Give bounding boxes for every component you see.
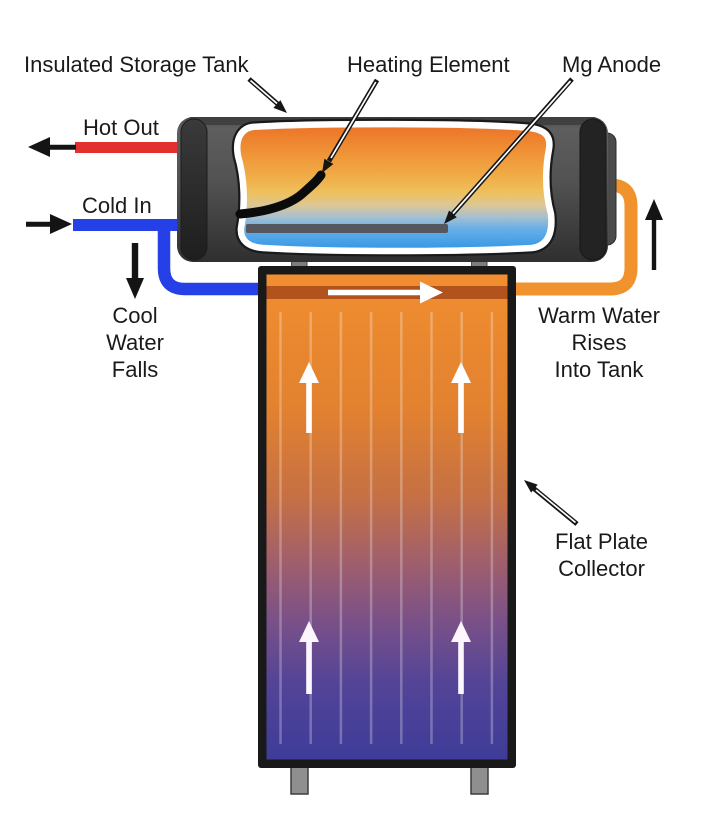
collector-up-arrow-icon [299,621,319,694]
label-insulated-storage-tank: Insulated Storage Tank [24,52,249,77]
collector-leg-left [290,764,309,795]
warm-water-rises-arrow-icon [645,199,663,270]
cold-downcomer-pipe [157,228,264,296]
label-cold-in: Cold In [82,193,152,218]
flat-plate-collector [258,266,516,768]
mg-anode-rod [246,224,448,233]
collector-absorber [266,274,508,760]
collector-up-arrow-icon [451,362,471,433]
label-cool-water-falls: Cool Water Falls [106,303,164,382]
label-flat-plate-collector: Flat Plate Collector [555,529,648,581]
hot-out-flow-arrow-icon [28,137,76,157]
collector-up-arrow-icon [299,362,319,433]
collector-label-pointer-arrow-icon [524,480,579,526]
storage-tank [177,117,617,262]
warm-riser-pipe [511,178,638,296]
collector-up-arrow-icon [451,621,471,694]
heating-element-pointer-arrow-icon [322,78,380,173]
cool-water-falls-arrow-icon [126,243,144,299]
label-mg-anode: Mg Anode [562,52,662,77]
label-heating-element: Heating Element [347,52,510,77]
cold-in-flow-arrow-icon [26,214,72,234]
tank-water-gradient [234,120,555,255]
mg-anode-pointer-arrow-icon [444,77,574,224]
heating-element-coil [235,170,326,219]
header-flow-right-arrow-icon [328,281,443,304]
label-hot-out: Hot Out [83,115,159,140]
tank-right-cap [579,118,607,261]
tank-label-pointer-arrow-icon [247,77,287,113]
label-warm-water-rises: Warm Water Rises Into Tank [538,303,660,382]
tank-left-cap [180,118,208,261]
collector-leg-right [470,764,489,795]
